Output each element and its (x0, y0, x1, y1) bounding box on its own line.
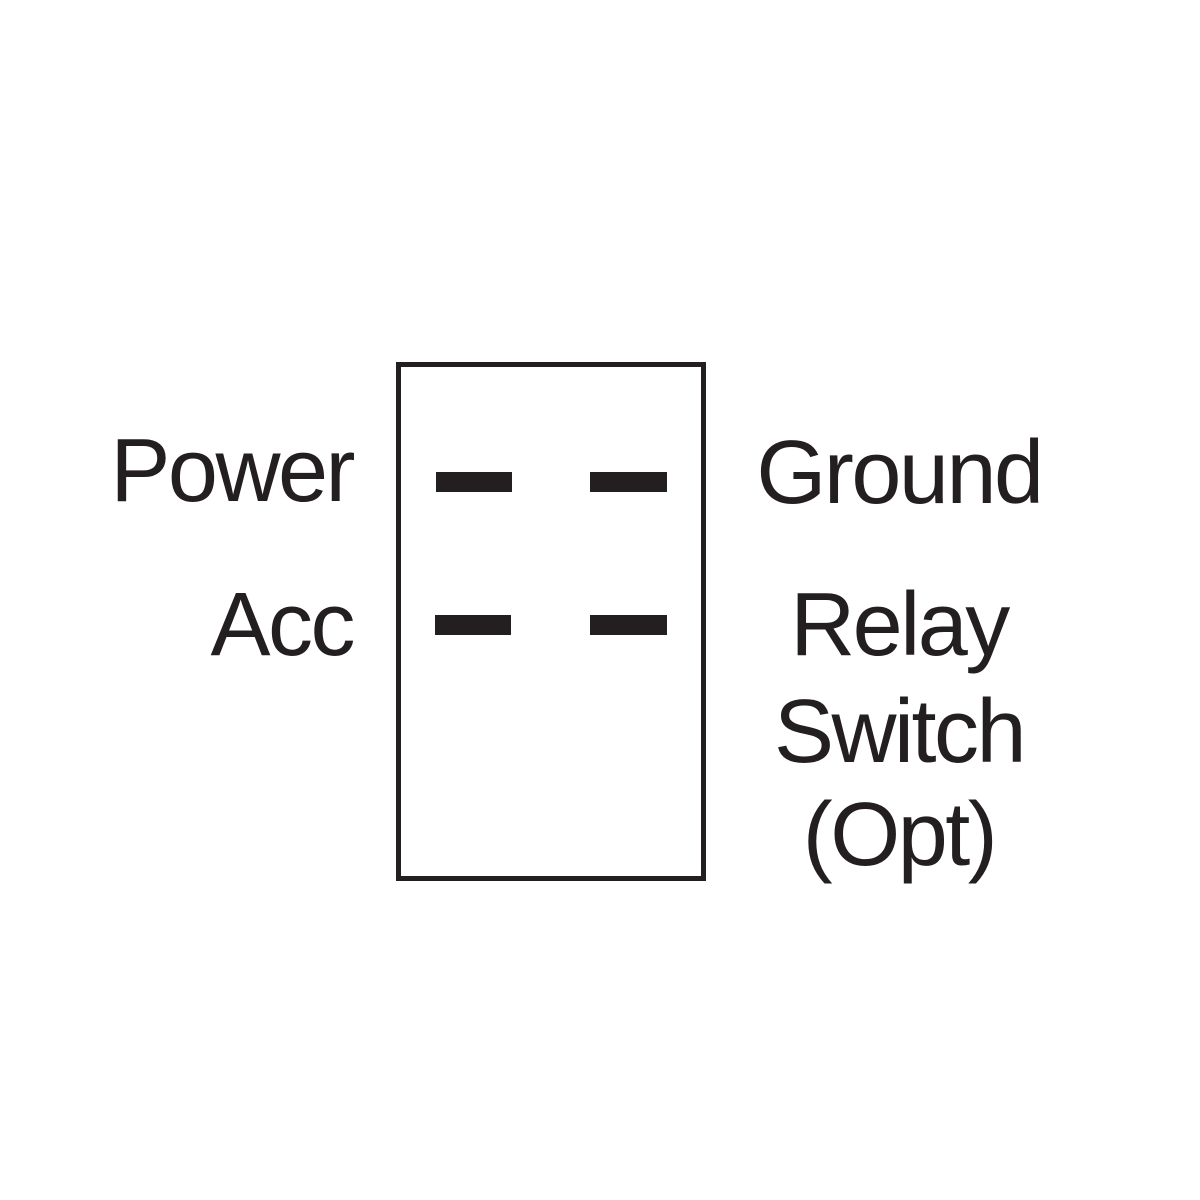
acc-label: Acc (210, 575, 355, 675)
power-label: Power (110, 421, 355, 521)
terminal-pin-power (436, 472, 512, 492)
terminal-pin-ground (590, 472, 667, 492)
terminal-pin-acc (435, 615, 511, 635)
relay-switch-label-line-1: Relay (790, 575, 1010, 675)
terminal-pin-relay-switch (590, 615, 667, 635)
relay-switch-label-line-3: (Opt) (802, 785, 998, 885)
ground-label: Ground (756, 423, 1044, 523)
relay-switch-label-line-2: Switch (773, 682, 1027, 782)
